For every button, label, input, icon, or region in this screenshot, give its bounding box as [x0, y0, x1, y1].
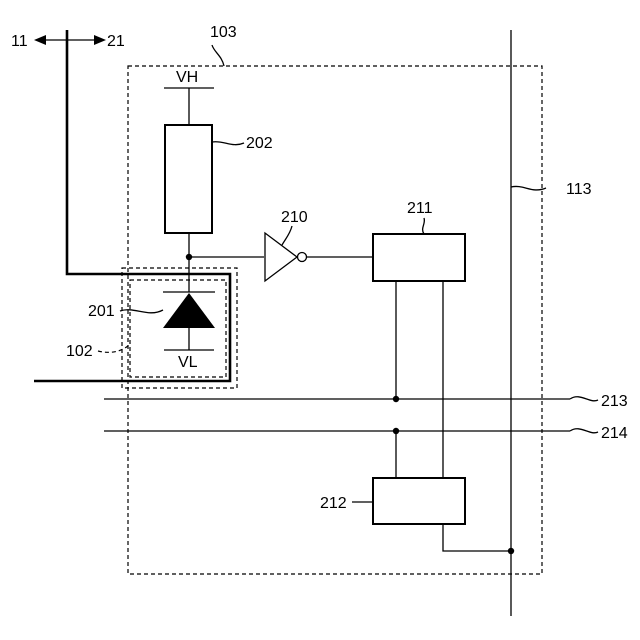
label-211: 211	[407, 200, 433, 217]
label-214: 214	[601, 425, 628, 442]
leader-113	[511, 186, 546, 190]
inverter-bubble	[298, 253, 307, 262]
label-103: 103	[210, 24, 237, 41]
leader-211	[423, 218, 425, 234]
label-113: 113	[566, 181, 592, 198]
inverter-210-icon	[265, 233, 297, 281]
leader-102	[98, 344, 130, 352]
arrow-left-icon	[34, 35, 46, 45]
arrow-right-icon	[94, 35, 106, 45]
leader-214	[570, 429, 598, 433]
label-213: 213	[601, 393, 628, 410]
label-11: 11	[11, 33, 28, 50]
label-21: 21	[107, 33, 125, 50]
junction-node-213	[393, 396, 399, 402]
leader-201	[120, 310, 163, 313]
element-212	[373, 478, 465, 524]
leader-202	[212, 142, 244, 145]
label-vl: VL	[178, 354, 198, 371]
diode-201-icon	[163, 293, 215, 328]
leader-213	[570, 397, 598, 401]
element-211	[373, 234, 465, 281]
label-210: 210	[281, 209, 308, 226]
label-102: 102	[66, 343, 93, 360]
leader-103	[212, 45, 224, 66]
element-202	[165, 125, 212, 233]
212-to-113-wire	[443, 524, 511, 551]
label-vh: VH	[176, 69, 198, 86]
leader-210	[282, 226, 292, 245]
label-201: 201	[88, 303, 115, 320]
label-212: 212	[320, 495, 347, 512]
label-202: 202	[246, 135, 273, 152]
